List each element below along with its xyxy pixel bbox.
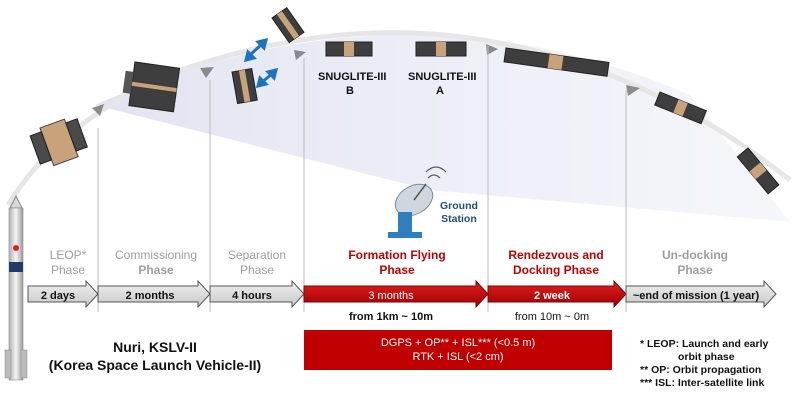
- satellite-commissioning: [122, 61, 181, 113]
- satellite-b-label: SNUGLITE-III B: [318, 70, 387, 98]
- duration-leop: 2 days: [40, 290, 76, 302]
- duration-rendezvous: 2 week: [533, 290, 571, 302]
- footnote-leop: * LEOP: Launch and early: [640, 338, 769, 350]
- satellite-a-letter: A: [436, 85, 444, 97]
- orbit-arrow-2: [200, 67, 214, 78]
- phase-title-leop: LEOP* Phase: [40, 248, 96, 278]
- ground-station-line2: Station: [441, 213, 477, 225]
- phase-title-formation: Formation Flying Phase: [312, 248, 482, 278]
- phase-title-leop-line2: Phase: [50, 263, 86, 277]
- satellite-a-name: SNUGLITE-III: [408, 71, 477, 83]
- duration-undocking: ~end of mission (1 year): [632, 290, 760, 302]
- satellite-a-label: SNUGLITE-III A: [408, 70, 477, 98]
- phase-title-rendezvous: Rendezvous and Docking Phase: [490, 248, 622, 278]
- methods-line1: DGPS + OP** + ISL*** (<0.5 m): [380, 337, 536, 349]
- range-rendezvous: from 10m ~ 0m: [514, 311, 590, 323]
- phase-title-formation-line2: Phase: [379, 263, 415, 277]
- phase-dividers: [97, 46, 627, 312]
- ground-station-label: Ground Station: [440, 200, 478, 226]
- duration-commissioning: 2 months: [125, 290, 175, 302]
- phase-title-commissioning-line2: Phase: [138, 263, 174, 277]
- phase-title-commissioning: Commissioning Phase: [104, 248, 208, 278]
- timeline-arrows: [27, 279, 777, 309]
- satellite-b-letter: B: [346, 85, 354, 97]
- satellite-rendezvous: [503, 47, 610, 77]
- orbit-arrow-1: [92, 104, 104, 116]
- footnotes: * LEOP: Launch and early orbit phase ** …: [640, 338, 768, 390]
- satellite-b: [325, 41, 373, 57]
- phase-title-separation: Separation Phase: [212, 248, 302, 278]
- duration-separation: 4 hours: [232, 290, 272, 302]
- launch-vehicle-icon: [4, 194, 28, 381]
- separation-arrows-icon: [243, 37, 279, 89]
- timeline-arrow-undocking: [625, 279, 777, 309]
- phase-title-formation-line1: Formation Flying: [348, 248, 446, 262]
- coverage-shade: [95, 34, 790, 223]
- satellites: [29, 6, 780, 195]
- phase-title-separation-line1: Separation: [227, 248, 287, 262]
- orbit-arrow-3: [294, 50, 306, 60]
- methods-line2: RTK + ISL (<2 cm): [412, 351, 504, 363]
- navigation-methods-box: DGPS + OP** + ISL*** (<0.5 m) RTK + ISL …: [304, 330, 612, 370]
- footnote-isl: *** ISL: Inter-satellite link: [640, 377, 765, 389]
- footnote-leop-cont: orbit phase: [678, 351, 735, 363]
- satellite-b-name: SNUGLITE-III: [318, 71, 387, 83]
- phase-title-undocking-line1: Un-docking: [662, 248, 728, 262]
- satellite-undocking-1: [654, 91, 708, 125]
- footnote-op: ** OP: Orbit propagation: [640, 364, 762, 376]
- orbit-arrow-5: [626, 85, 640, 96]
- timeline-arrow-leop: [27, 279, 99, 309]
- satellite-a: [415, 41, 467, 57]
- satellite-leop: [29, 118, 88, 167]
- phase-title-undocking-line2: Phase: [677, 263, 713, 277]
- satellite-separation-lower: [231, 67, 258, 105]
- satellite-separation-upper: [271, 6, 305, 44]
- launch-vehicle-name: Nuri, KSLV-II: [113, 339, 197, 355]
- range-formation: from 1km ~ 10m: [348, 311, 434, 323]
- duration-formation: 3 months: [368, 290, 414, 302]
- launch-vehicle-fullname: (Korea Space Launch Vehicle-II): [48, 357, 262, 373]
- phase-title-separation-line2: Phase: [239, 263, 275, 277]
- phase-title-rendezvous-line2: Docking Phase: [512, 263, 600, 277]
- timeline-arrow-commissioning: [97, 279, 211, 309]
- launch-vehicle-label: Nuri, KSLV-II (Korea Space Launch Vehicl…: [30, 338, 280, 374]
- phase-title-commissioning-line1: Commissioning: [114, 248, 198, 262]
- timeline-arrow-separation: [209, 279, 305, 309]
- orbit-arrow-4: [486, 44, 498, 55]
- phase-title-undocking: Un-docking Phase: [640, 248, 750, 278]
- timeline-arrow-formation: [303, 279, 489, 309]
- ground-station-line1: Ground: [440, 200, 478, 212]
- phase-title-rendezvous-line1: Rendezvous and: [508, 248, 604, 262]
- satellite-undocking-2: [736, 147, 780, 195]
- timeline-arrow-rendezvous: [487, 279, 627, 309]
- phase-title-leop-line1: LEOP*: [49, 248, 87, 262]
- orbit-arc: [5, 30, 792, 207]
- orbit-arrows: [92, 44, 640, 116]
- ground-station-icon: [388, 166, 447, 238]
